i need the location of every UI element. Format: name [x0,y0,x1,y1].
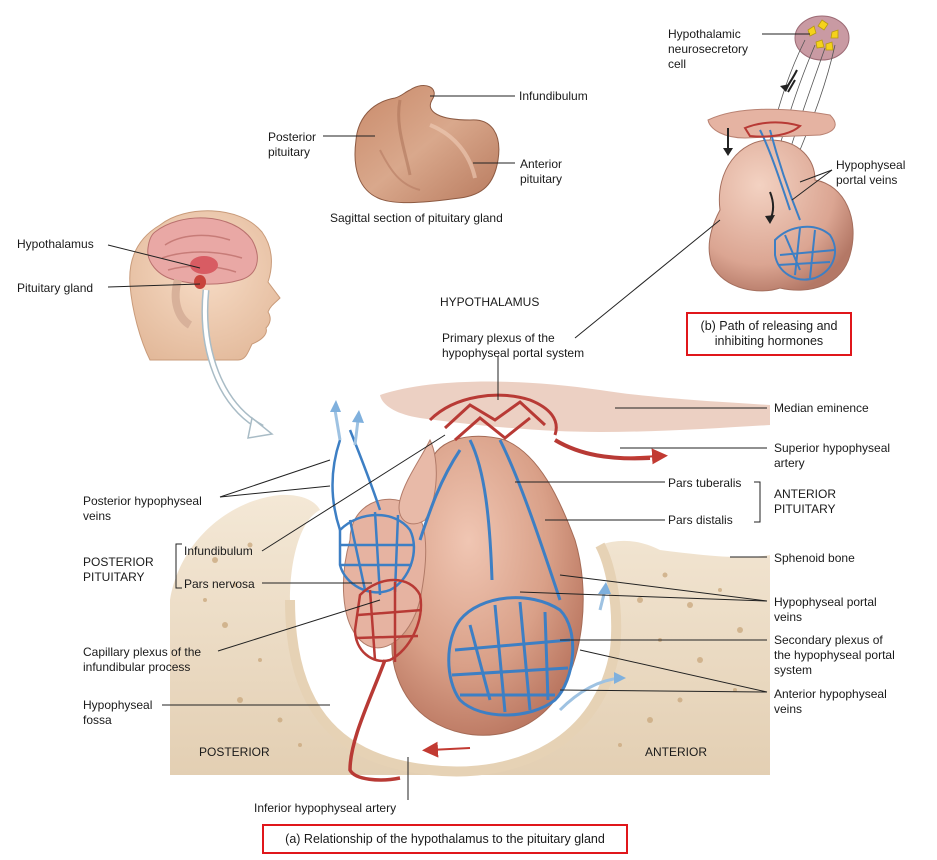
label-fossa: Hypophyseal fossa [83,698,153,727]
label-superior-artery: Superior hypophyseal artery [774,441,891,470]
label-portal-veins: Hypophyseal portal veins [774,595,877,624]
label-secondary-plexus: Secondary plexus of the hypophyseal port… [774,633,895,677]
label-b-portal-veins: Hypophyseal portal veins [836,158,906,187]
secondary-plexus [447,596,575,717]
head-illustration [129,210,281,361]
sagittal-section-photo [354,85,500,204]
panel-b-illustration [707,15,854,292]
label-pituitary-gland: Pituitary gland [17,281,94,295]
label-posterior: POSTERIOR [199,745,270,759]
label-pars-nervosa: Pars nervosa [184,577,255,591]
label-anterior-veins: Anterior hypophyseal veins [774,687,887,716]
label-photo-anterior-pituitary: Anterior pituitary [520,157,563,186]
hypothalamus-floor [380,381,770,432]
zoom-arrow [201,289,274,439]
label-sphenoid-bone: Sphenoid bone [774,551,855,565]
label-anterior: ANTERIOR [645,745,708,759]
photo-caption: Sagittal section of pituitary gland [330,211,503,225]
panel-b-caption: (b) Path of releasing and inhibiting hor… [686,312,852,356]
label-median-eminence: Median eminence [774,401,869,415]
label-photo-infundibulum: Infundibulum [519,89,588,103]
label-posterior-pituitary-group: POSTERIOR PITUITARY [83,555,154,584]
label-capillary-plexus: Capillary plexus of the infundibular pro… [83,645,202,674]
label-hypothalamus-head: Hypothalamus [17,237,94,251]
sphenoid-bone [170,494,770,777]
label-inferior-artery: Inferior hypophyseal artery [254,801,397,815]
label-neurosecretory-cell: Hypothalamic neurosecretory cell [668,27,749,71]
panel-a-caption: (a) Relationship of the hypothalamus to … [262,824,628,854]
label-primary-plexus: Primary plexus of the hypophyseal portal… [442,331,585,360]
label-photo-posterior-pituitary: Posterior pituitary [268,130,317,159]
label-posterior-veins: Posterior hypophyseal veins [83,494,202,523]
portal-veins [418,439,562,601]
leader-lines [107,33,833,800]
capillary-plexus [331,429,416,596]
inferior-artery-plexus [348,578,423,782]
label-hypothalamus-center: HYPOTHALAMUS [440,295,540,309]
label-infundibulum: Infundibulum [184,544,253,558]
label-pars-distalis: Pars distalis [668,513,733,527]
label-anterior-pituitary-group: ANTERIOR PITUITARY [774,487,837,516]
label-pars-tuberalis: Pars tuberalis [668,476,742,490]
primary-plexus [428,393,651,461]
